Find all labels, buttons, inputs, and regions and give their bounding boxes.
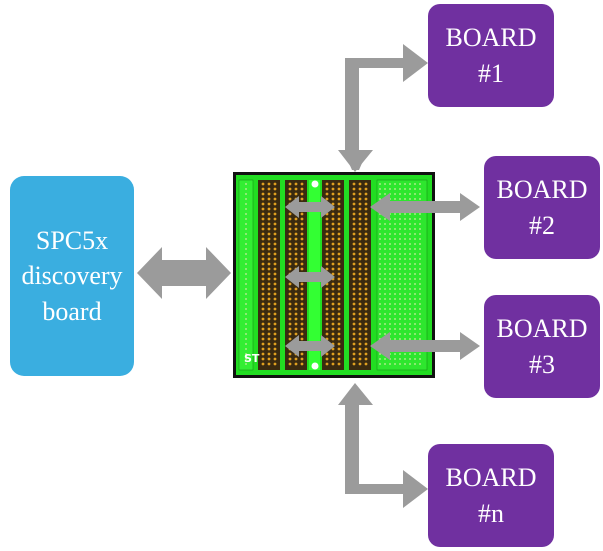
board-3-title: BOARD (496, 314, 588, 344)
discovery-board-line-3: board (42, 296, 102, 326)
arrow-head-into-pcb-top (338, 150, 373, 172)
board-n-title: BOARD (445, 463, 537, 493)
elbow-arrow-board-1 (345, 44, 428, 170)
board-n: BOARD #n (428, 444, 554, 547)
discovery-board-line-2: discovery (21, 261, 123, 291)
board-n-number: #n (478, 498, 504, 528)
board-2-number: #2 (529, 210, 555, 240)
discovery-board-line-1: SPC5x (35, 226, 109, 256)
board-2-title: BOARD (496, 175, 588, 205)
board-1-number: #1 (478, 58, 504, 88)
connection-arrows (137, 44, 480, 508)
board-1: BOARD #1 (428, 4, 554, 107)
pcb-left-proto-area (238, 179, 254, 371)
elbow-arrow-board-n (345, 400, 428, 508)
mount-hole (311, 362, 319, 370)
spc5x-discovery-board: SPC5x discovery board (10, 176, 134, 376)
double-arrow-board-3 (370, 332, 480, 360)
mount-hole (311, 180, 319, 188)
pcb-logo: ST (244, 352, 260, 365)
board-3: BOARD #3 (484, 295, 600, 398)
double-arrow-board-2 (370, 193, 480, 221)
double-arrow-discovery-pcb (137, 247, 231, 299)
pcb-internal-arrow-1 (285, 196, 335, 218)
board-2: BOARD #2 (484, 156, 600, 259)
pcb-internal-arrow-2 (285, 266, 335, 288)
board-3-number: #3 (529, 349, 555, 379)
arrow-head-out-pcb-bottom (338, 383, 373, 405)
pcb-internal-arrow-3 (285, 335, 335, 357)
board-1-title: BOARD (445, 23, 537, 53)
